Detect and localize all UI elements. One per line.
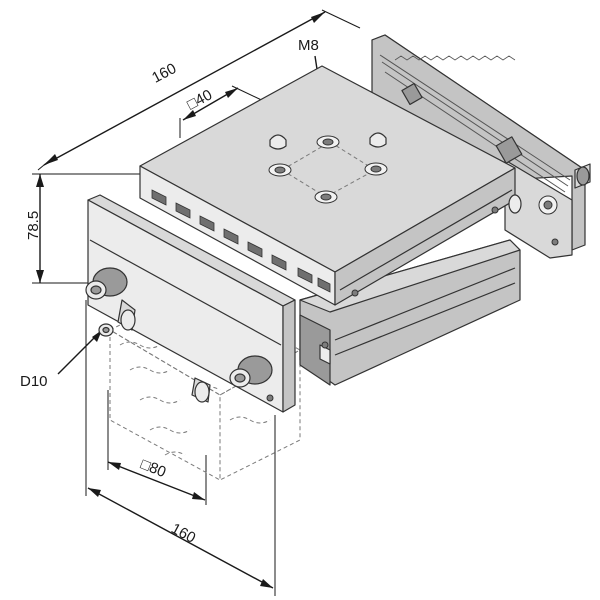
front-end-plate xyxy=(87,194,296,413)
d10-pin xyxy=(98,323,114,337)
clamp-screw-left xyxy=(85,280,136,331)
dimension-square-80-label: □80 xyxy=(138,456,168,481)
main-table xyxy=(139,65,516,306)
dimension-square-80: □80 xyxy=(107,390,207,505)
dimension-diameter-label: D10 xyxy=(20,373,48,390)
dimension-diameter: D10 xyxy=(20,329,103,390)
dimension-bottom-width-label: 160 xyxy=(168,520,198,547)
dimension-thread-label: M8 xyxy=(298,37,319,54)
dimension-height: 78.5 xyxy=(25,173,140,284)
clamp-screw-rear xyxy=(508,194,522,214)
rear-end-plate xyxy=(371,34,591,259)
dimension-top-width-label: 160 xyxy=(149,60,179,87)
table-t-slots xyxy=(149,189,331,293)
table-hole-pattern xyxy=(268,132,388,204)
clamp-screw-right xyxy=(191,368,251,403)
dimension-height-label: 78.5 xyxy=(25,211,42,240)
dimension-square-40-label: □40 xyxy=(184,86,215,113)
